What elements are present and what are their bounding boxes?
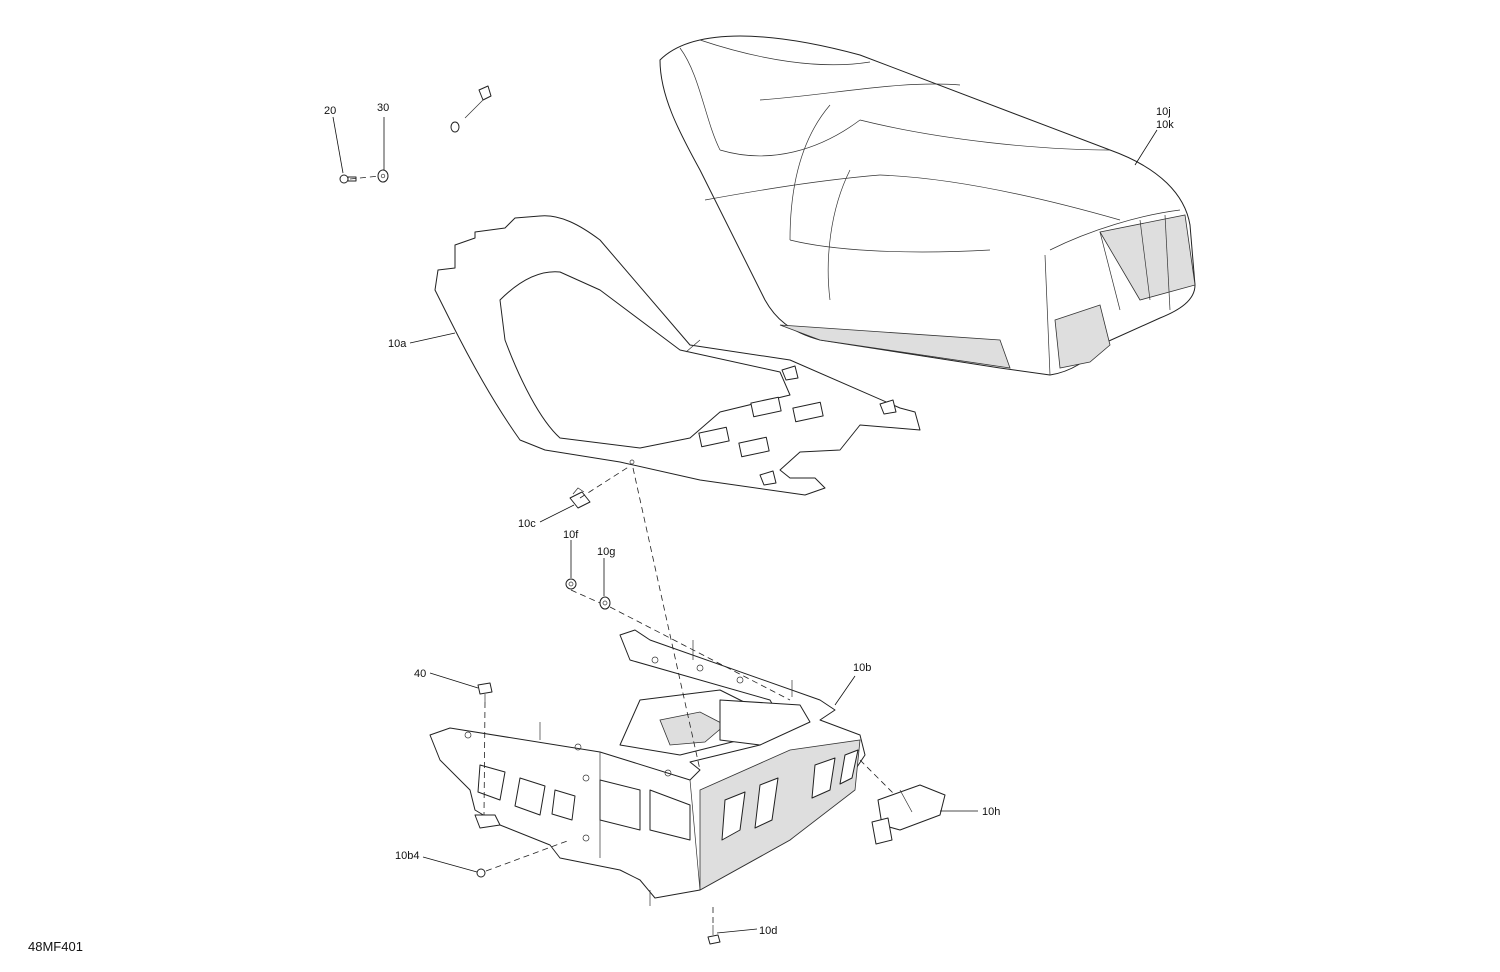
seat-bracket-frame-part[interactable] bbox=[429, 629, 866, 906]
fastener-top-part[interactable] bbox=[450, 85, 492, 133]
callout-10a: 10a bbox=[388, 338, 407, 350]
callout-10k: 10k bbox=[1156, 119, 1174, 131]
callout-10f: 10f bbox=[563, 529, 579, 541]
screw-10b4-part[interactable] bbox=[476, 868, 486, 878]
assembly-lines bbox=[349, 175, 896, 925]
clip-10c-part[interactable] bbox=[569, 487, 591, 509]
washer-30-part[interactable] bbox=[377, 169, 389, 183]
callout-20: 20 bbox=[324, 105, 336, 117]
callout-10c: 10c bbox=[518, 518, 536, 530]
screw-10d-part[interactable] bbox=[707, 925, 721, 945]
callout-10b: 10b bbox=[853, 662, 871, 674]
latch-10h-part[interactable] bbox=[871, 784, 946, 845]
seat-base-plate-part[interactable] bbox=[434, 215, 921, 496]
callout-10g: 10g bbox=[597, 546, 615, 558]
screw-40-part[interactable] bbox=[477, 682, 493, 702]
washer-10g-part[interactable] bbox=[599, 596, 611, 610]
callout-10h: 10h bbox=[982, 806, 1000, 818]
seat-part[interactable] bbox=[659, 35, 1196, 376]
callout-40: 40 bbox=[414, 668, 426, 680]
callout-10d: 10d bbox=[759, 925, 777, 937]
callout-10j: 10j bbox=[1156, 106, 1171, 118]
leader-lines bbox=[332, 116, 1158, 934]
callout-30: 30 bbox=[377, 102, 389, 114]
callout-10b4: 10b4 bbox=[395, 850, 419, 862]
figure-code: 48MF401 bbox=[28, 939, 83, 954]
nut-10f-part[interactable] bbox=[565, 578, 577, 590]
